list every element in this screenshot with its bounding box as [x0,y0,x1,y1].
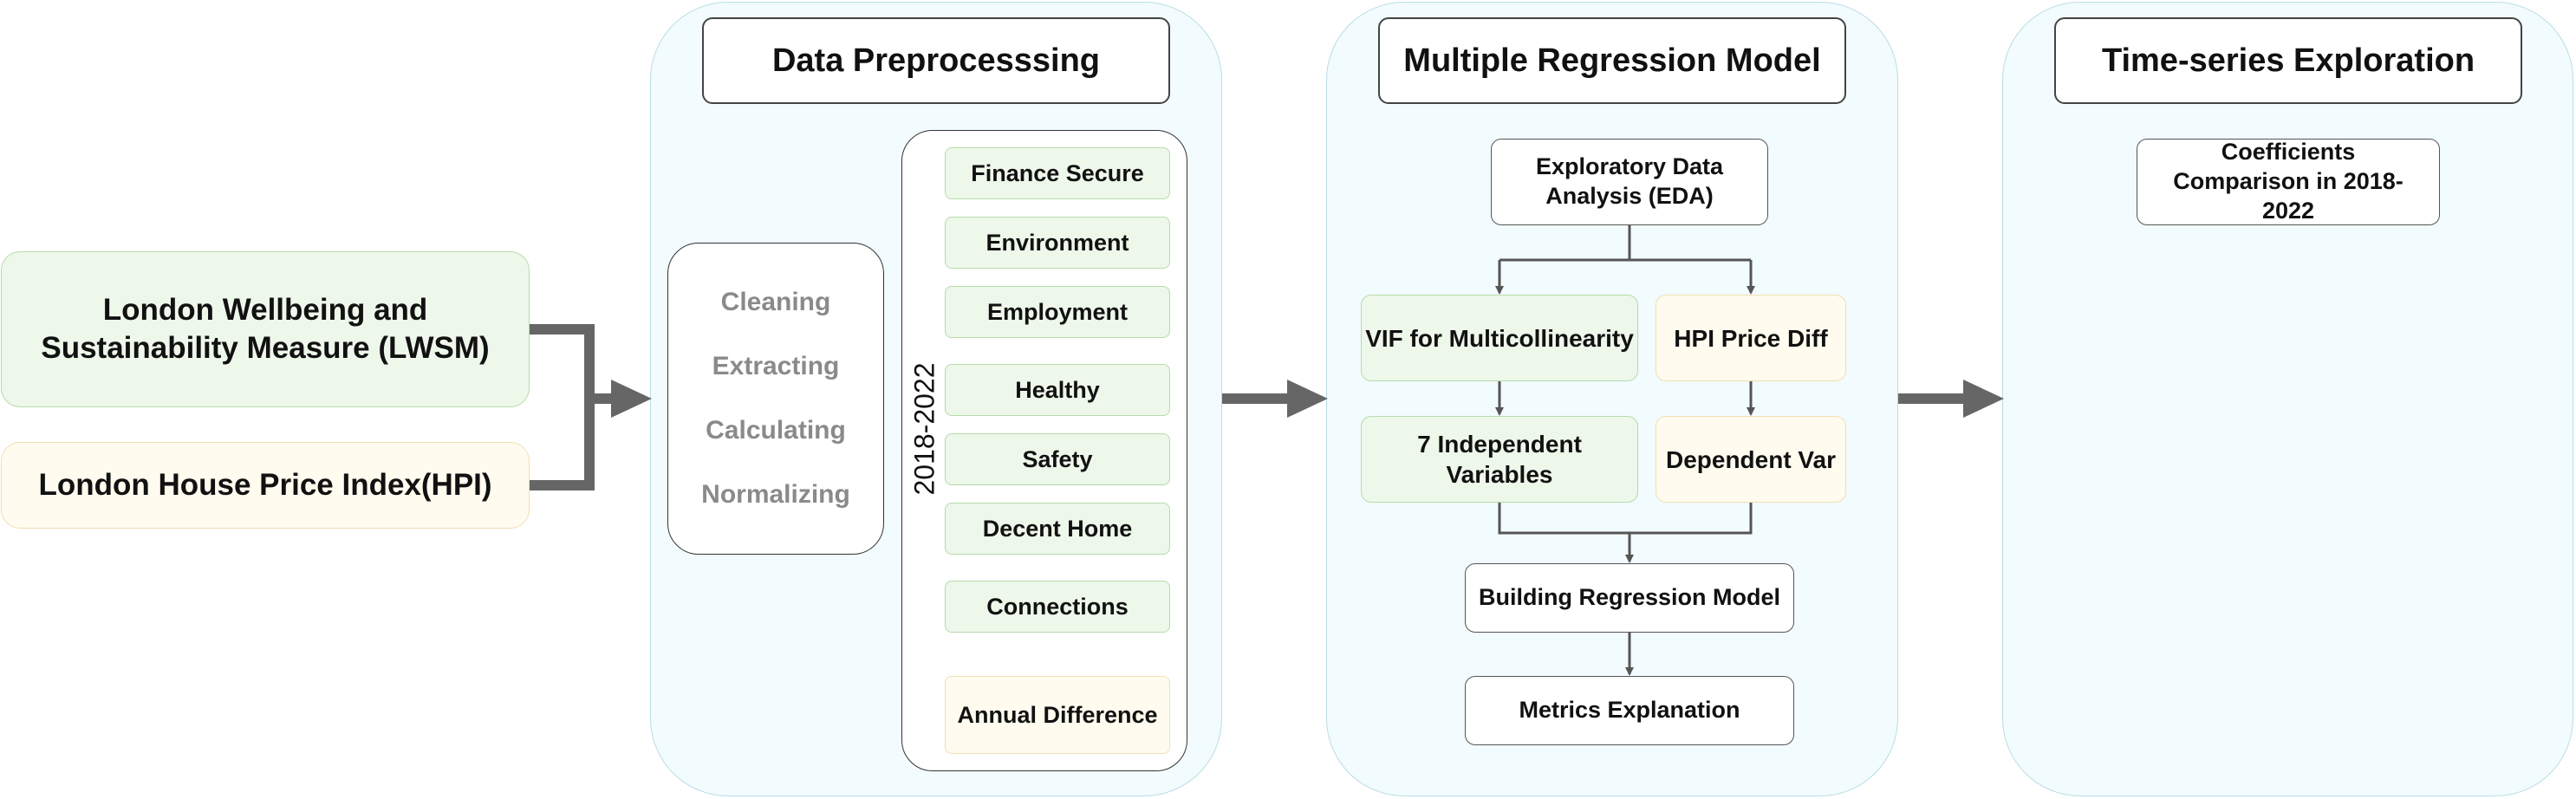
coefficients-comparison-node: Coefficients Comparison in 2018-2022 [2137,139,2440,225]
metrics-explanation-node: Metrics Explanation [1465,676,1794,745]
category-employment: Employment [945,286,1170,338]
preprocessing-steps-box: Cleaning Extracting Calculating Normaliz… [667,243,884,555]
dependent-var-node: Dependent Var [1656,416,1846,503]
preprocessing-to-regression-arrowhead [1287,380,1328,418]
regression-panel [1326,2,1898,796]
category-decent-home: Decent Home [945,503,1170,555]
input-to-preprocessing-arrowhead [611,380,652,418]
building-regression-node: Building Regression Model [1465,563,1794,633]
regression-title: Multiple Regression Model [1378,17,1846,104]
independent-variables-node: 7 Independent Variables [1361,416,1638,503]
category-connections: Connections [945,581,1170,633]
annual-difference-box: Annual Difference [945,676,1170,754]
hpi-diff-node: HPI Price Diff [1656,295,1846,381]
step-extracting: Extracting [712,352,840,380]
eda-node: Exploratory Data Analysis (EDA) [1491,139,1768,225]
category-finance-secure: Finance Secure [945,147,1170,199]
regression-to-timeseries-arrowhead [1963,380,2004,418]
input-merge-connector [530,324,595,490]
step-cleaning: Cleaning [720,288,831,316]
step-normalizing: Normalizing [701,480,850,509]
variables-merge-connector [1498,503,1753,535]
lwsm-source: London Wellbeing and Sustainability Meas… [1,251,530,407]
step-calculating: Calculating [706,416,846,445]
timeseries-panel [2002,2,2573,796]
timeseries-title: Time-series Exploration [2054,17,2522,104]
hpi-source: London House Price Index(HPI) [1,442,530,529]
vif-node: VIF for Multicollinearity [1361,295,1638,381]
data-preprocessing-title: Data Preprocesssing [702,17,1170,104]
category-environment: Environment [945,217,1170,269]
category-healthy: Healthy [945,364,1170,416]
category-safety: Safety [945,433,1170,485]
